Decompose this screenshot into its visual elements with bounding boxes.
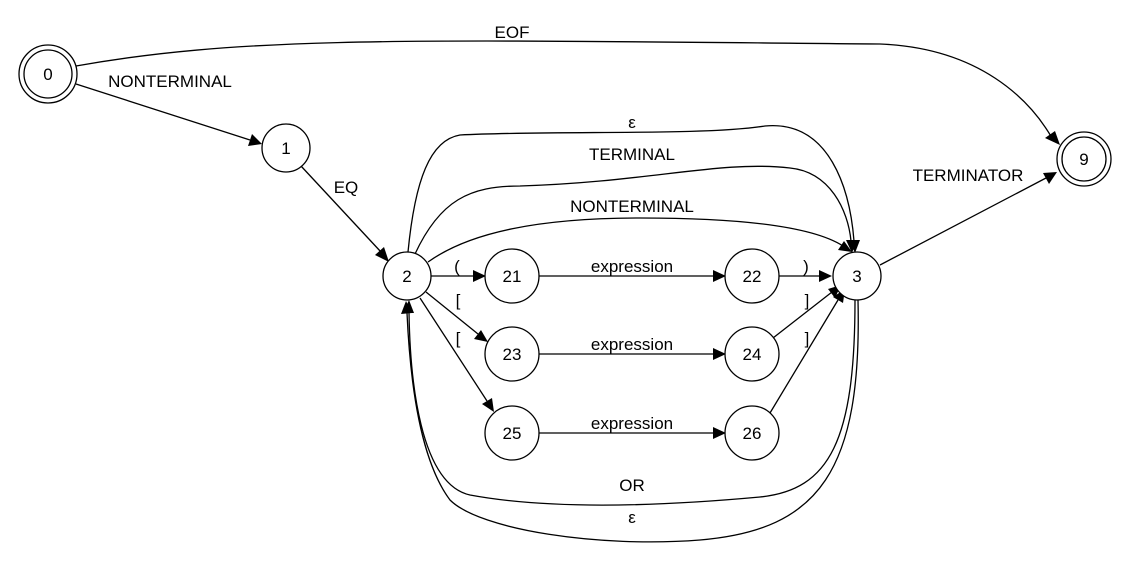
state-25: 25 <box>484 405 540 461</box>
edge-23-24 <box>539 348 726 360</box>
edge-1-2 <box>300 165 389 262</box>
edge-3-9 <box>879 172 1057 266</box>
edge-label-epsilon-bottom: ε <box>628 508 636 527</box>
state-2-label: 2 <box>402 267 411 286</box>
edge-label-eof: EOF <box>495 23 530 42</box>
edge-2-23 <box>425 291 488 342</box>
state-26: 26 <box>724 405 780 461</box>
state-9: 9 <box>1056 131 1112 187</box>
edge-25-26 <box>539 427 726 439</box>
state-1: 1 <box>261 123 311 173</box>
edge-3-2-or <box>403 299 856 506</box>
edge-2-3-terminal <box>414 165 857 255</box>
edge-label-expression-21-22: expression <box>591 257 673 276</box>
edge-21-22 <box>539 270 726 282</box>
state-22-label: 22 <box>743 267 762 286</box>
state-2: 2 <box>382 251 432 301</box>
edge-label-bracket-open-25: [ <box>456 329 461 348</box>
edge-2-3-nonterminal <box>427 217 852 263</box>
state-21-label: 21 <box>503 267 522 286</box>
edge-label-paren-close: ) <box>803 257 809 276</box>
state-23: 23 <box>484 326 540 382</box>
state-23-label: 23 <box>503 345 522 364</box>
edge-label-or: OR <box>619 476 645 495</box>
edge-3-2-epsilon-bottom <box>401 299 859 543</box>
state-24-label: 24 <box>743 345 762 364</box>
edge-label-terminal: TERMINAL <box>589 145 675 164</box>
edge-label-eq: EQ <box>334 178 359 197</box>
state-9-label: 9 <box>1079 150 1088 169</box>
edge-2-25 <box>419 297 494 412</box>
edge-2-21 <box>431 270 486 282</box>
state-25-label: 25 <box>503 424 522 443</box>
edge-label-bracket-close-24: ] <box>805 291 810 310</box>
state-22: 22 <box>724 248 780 304</box>
state-21: 21 <box>484 248 540 304</box>
state-24: 24 <box>724 326 780 382</box>
state-0-label: 0 <box>43 65 52 84</box>
edge-label-epsilon-top: ε <box>628 113 636 132</box>
edge-label-expression-23-24: expression <box>591 335 673 354</box>
state-3: 3 <box>832 251 882 301</box>
edge-0-1 <box>75 83 262 146</box>
edge-label-nonterminal-0-1: NONTERMINAL <box>108 72 232 91</box>
state-26-label: 26 <box>743 424 762 443</box>
edge-0-9 <box>75 40 1060 145</box>
edge-label-terminator: TERMINATOR <box>913 166 1024 185</box>
state-3-label: 3 <box>852 267 861 286</box>
edge-label-bracket-close-26: ] <box>805 329 810 348</box>
edge-22-3 <box>779 270 832 282</box>
edge-label-nonterminal-2-3: NONTERMINAL <box>570 197 694 216</box>
edge-label-expression-25-26: expression <box>591 414 673 433</box>
state-0: 0 <box>18 44 78 104</box>
edge-label-paren-open: ( <box>454 257 460 276</box>
edge-label-bracket-open-23: [ <box>456 291 461 310</box>
state-1-label: 1 <box>281 139 290 158</box>
